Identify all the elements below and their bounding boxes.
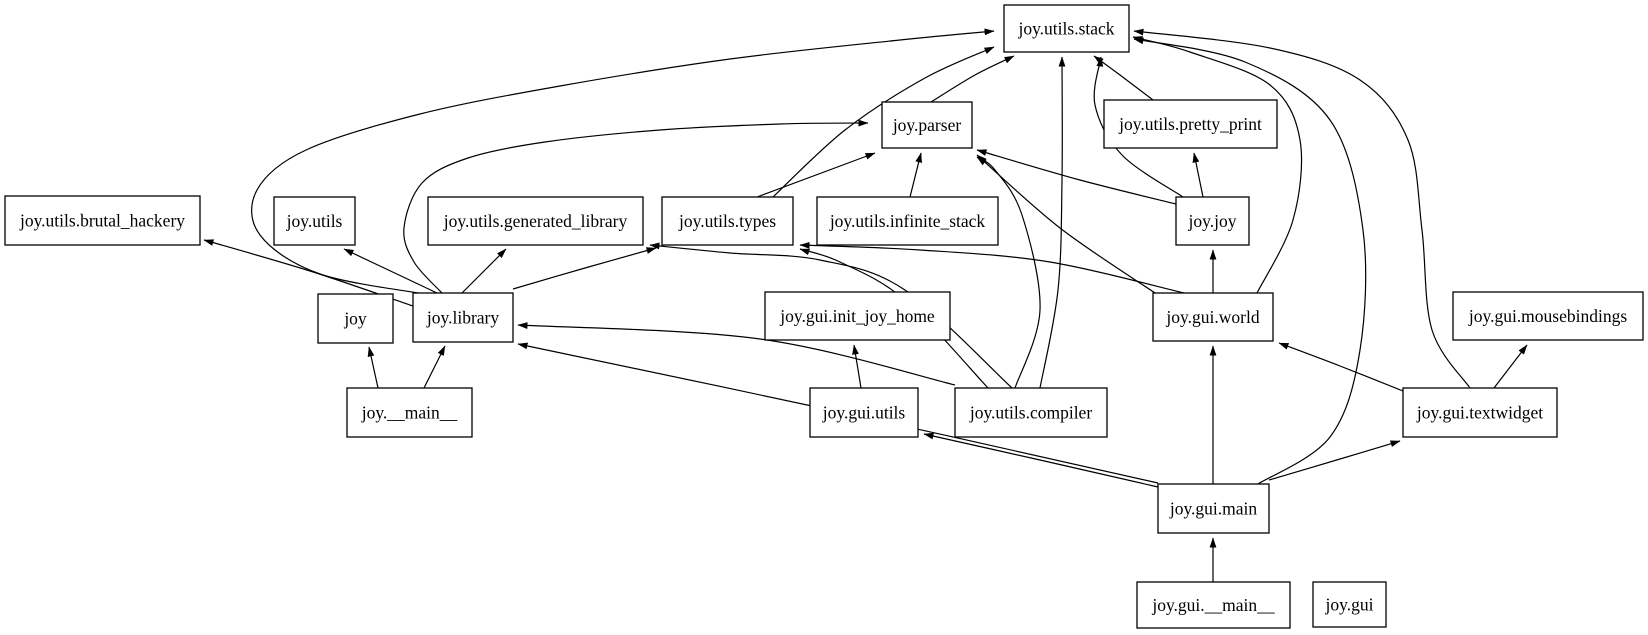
edge-joy-gui-world-to-joy-utils-stack — [1132, 36, 1303, 294]
edge-joy-gui-textwidget-to-joy-utils-stack — [1133, 28, 1471, 389]
node-box-joy — [317, 293, 394, 344]
node-label-joy-parser: joy.parser — [892, 115, 962, 135]
node-joy-utils: joy.utils — [273, 196, 356, 246]
node-box-joy-utils-pretty-print — [1103, 99, 1278, 149]
edge-joy-utils-compiler-to-joy-utils-generated-library — [649, 242, 1013, 389]
node-box-joy-joy — [1175, 196, 1250, 246]
node-label-joy: joy — [343, 309, 367, 329]
edge-joy-utils-pretty-print-to-joy-utils-stack — [1093, 55, 1154, 101]
node-label-joy-gui-mousebindings: joy.gui.mousebindings — [1468, 306, 1628, 326]
node-box-joy-gui-init-joy-home — [764, 291, 951, 341]
edge-joy-utils-compiler-to-joy-utils-stack — [1039, 56, 1066, 389]
node-label-joy-utils: joy.utils — [286, 211, 343, 231]
node-joy-gui-utils: joy.gui.utils — [809, 387, 919, 438]
node-label-joy-utils-infinite-stack: joy.utils.infinite_stack — [829, 211, 986, 231]
edges-layer — [203, 28, 1528, 582]
edge-joy-gui-world-to-joy-utils-types — [799, 241, 1185, 294]
node-box-joy-utils-compiler — [954, 387, 1108, 438]
edge-joy-library-to-joy-utils-generated-library — [461, 248, 507, 294]
edge-joy-parser-to-joy-utils-stack — [930, 55, 1015, 103]
edge-joy-library-to-joy-utils — [343, 248, 438, 294]
node-joy-utils-brutal-hackery: joy.utils.brutal_hackery — [4, 195, 201, 246]
node-box-joy-gui-main — [1136, 581, 1291, 629]
edge-joy-utils-compiler-to-joy-parser — [976, 156, 1041, 389]
edge-joy-gui-main-to-joy-gui-textwidget — [1268, 440, 1401, 481]
node-box-joy-gui-mousebindings — [1452, 291, 1644, 341]
node-label-joy-utils-stack: joy.utils.stack — [1017, 19, 1114, 39]
edge-joy-library-to-joy-utils-types — [512, 247, 657, 290]
node-label-joy-gui-utils: joy.gui.utils — [822, 403, 906, 423]
node-label-joy-library: joy.library — [426, 308, 499, 328]
node-joy-gui-main: joy.gui.__main__ — [1136, 581, 1291, 629]
node-label-joy-utils-generated-library: joy.utils.generated_library — [443, 211, 628, 231]
nodes-layer: joy.utils.stack joy.parser joy.utils.prett… — [4, 4, 1644, 629]
node-joy-utils-types: joy.utils.types — [661, 196, 794, 246]
node-joy-utils-infinite-stack: joy.utils.infinite_stack — [816, 196, 999, 246]
node-joy-gui: joy.gui — [1312, 581, 1387, 628]
node-label-joy-utils-pretty-print: joy.utils.pretty_print — [1118, 114, 1262, 134]
node-label-joy-utils-brutal-hackery: joy.utils.brutal_hackery — [19, 211, 185, 231]
node-joy-joy: joy.joy — [1175, 196, 1250, 246]
node-joy-gui-main: joy.gui.main — [1157, 483, 1270, 534]
node-box-joy-parser — [881, 101, 973, 149]
edge-joy-gui-textwidget-to-joy-gui-mousebindings — [1493, 344, 1528, 389]
node-box-joy-gui — [1312, 581, 1387, 628]
node-box-joy-library — [412, 292, 514, 343]
node-label-joy-gui-init-joy-home: joy.gui.init_joy_home — [779, 306, 935, 326]
edge-joy-utils-types-to-joy-parser — [756, 152, 876, 198]
edge-joy-joy-to-joy-utils-pretty-print — [1192, 152, 1204, 198]
edge-joy-main-to-joy-library — [423, 345, 446, 389]
node-joy-gui-textwidget: joy.gui.textwidget — [1402, 387, 1558, 438]
node-box-joy-utils-stack — [1003, 4, 1130, 53]
edge-joy-utils-types-to-joy-utils-stack — [772, 46, 995, 198]
node-joy-gui-init-joy-home: joy.gui.init_joy_home — [764, 291, 951, 341]
edge-joy-library-to-joy-parser — [403, 119, 869, 294]
edge-joy-gui-main-to-joy-gui-utils — [923, 432, 1159, 488]
node-label-joy-main: joy.__main__ — [361, 403, 458, 423]
node-label-joy-gui-main: joy.gui.main — [1169, 499, 1258, 519]
edge-joy-utils-infinite-stack-to-joy-parser — [909, 152, 922, 198]
edge-joy-utils-compiler-to-joy-utils-types — [799, 248, 989, 389]
node-joy-parser: joy.parser — [881, 101, 973, 149]
node-joy-library: joy.library — [412, 292, 514, 343]
node-box-joy-utils-types — [661, 196, 794, 246]
node-label-joy-gui-main: joy.gui.__main__ — [1151, 595, 1275, 615]
edge-joy-utils-compiler-to-joy-library — [517, 322, 956, 386]
node-joy: joy — [317, 293, 394, 344]
node-box-joy-gui-textwidget — [1402, 387, 1558, 438]
node-label-joy-utils-types: joy.utils.types — [678, 211, 776, 231]
edge-joy-gui-world-to-joy-parser — [976, 154, 1156, 294]
node-box-joy-utils — [273, 196, 356, 246]
edge-joy-library-to-joy-utils-stack — [251, 28, 995, 296]
node-joy-main: joy.__main__ — [346, 387, 473, 438]
node-label-joy-joy: joy.joy — [1188, 211, 1237, 231]
node-joy-utils-pretty-print: joy.utils.pretty_print — [1103, 99, 1278, 149]
edge-joy-joy-to-joy-parser — [976, 149, 1177, 205]
node-box-joy-main — [346, 387, 473, 438]
node-label-joy-gui-world: joy.gui.world — [1165, 307, 1259, 327]
node-box-joy-utils-brutal-hackery — [4, 195, 201, 246]
edge-joy-gui-utils-to-joy-gui-init-joy-home — [852, 344, 862, 389]
node-joy-utils-compiler: joy.utils.compiler — [954, 387, 1108, 438]
node-box-joy-gui-world — [1152, 292, 1274, 342]
node-joy-utils-stack: joy.utils.stack — [1003, 4, 1130, 53]
node-joy-gui-mousebindings: joy.gui.mousebindings — [1452, 291, 1644, 341]
node-label-joy-utils-compiler: joy.utils.compiler — [969, 403, 1092, 423]
edge-joy-main-to-joy — [367, 346, 379, 389]
node-box-joy-gui-utils — [809, 387, 919, 438]
node-joy-gui-world: joy.gui.world — [1152, 292, 1274, 342]
node-label-joy-gui-textwidget: joy.gui.textwidget — [1416, 403, 1543, 423]
edge-joy-gui-textwidget-to-joy-gui-world — [1278, 342, 1404, 392]
node-box-joy-utils-generated-library — [427, 196, 644, 246]
node-box-joy-gui-main — [1157, 483, 1270, 534]
node-label-joy-gui: joy.gui — [1325, 595, 1374, 615]
node-joy-utils-generated-library: joy.utils.generated_library — [427, 196, 644, 246]
edge-joy-gui-main-to-joy-utils-stack — [1133, 37, 1367, 485]
node-box-joy-utils-infinite-stack — [816, 196, 999, 246]
